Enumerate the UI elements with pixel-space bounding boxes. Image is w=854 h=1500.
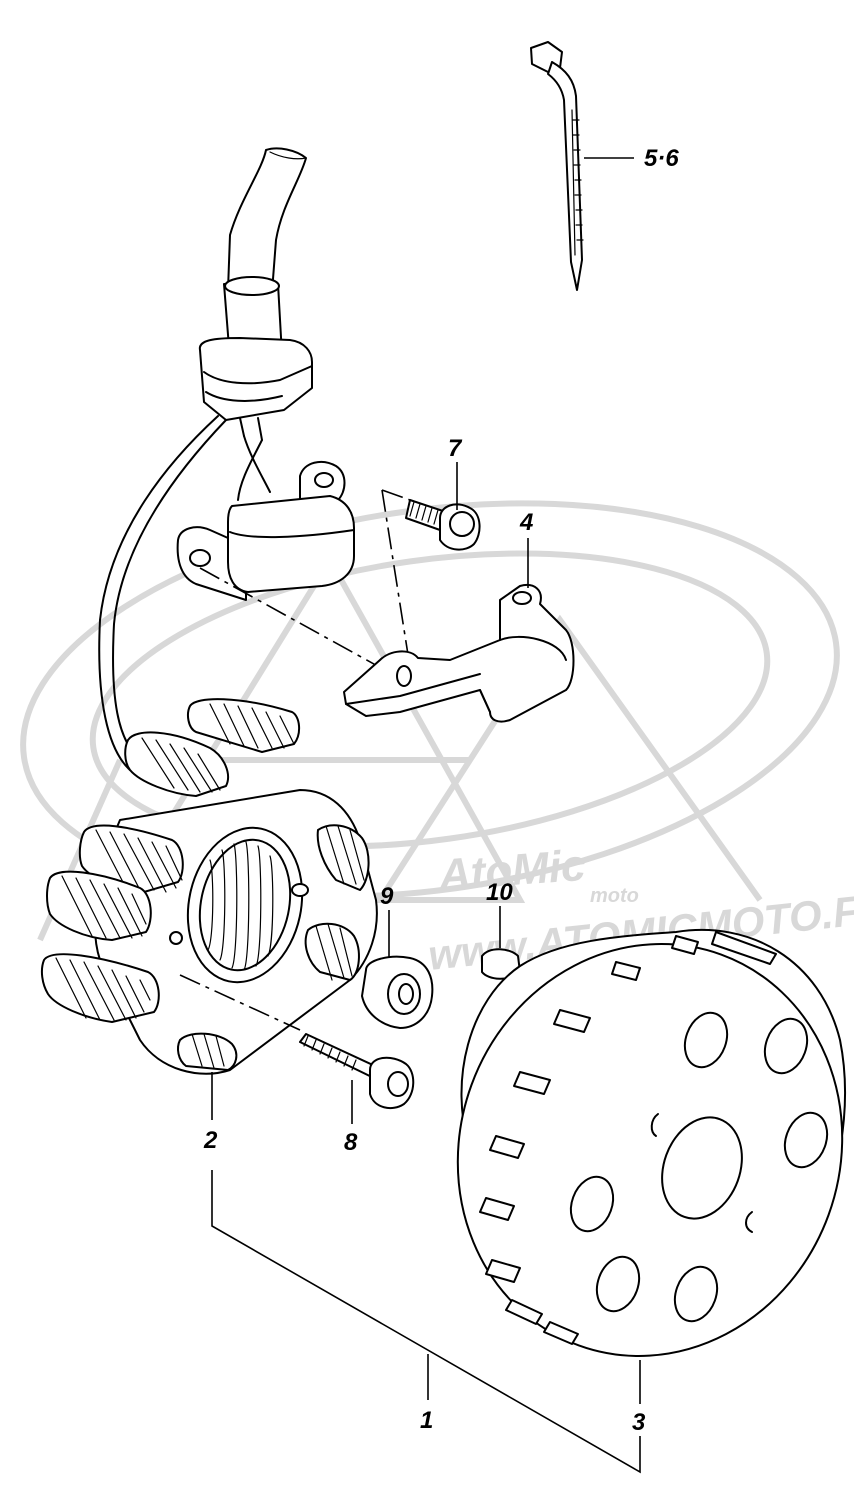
pickup-coil [176, 460, 355, 601]
stator-coil [316, 824, 370, 891]
stator-coil [40, 953, 160, 1023]
bolt-small [405, 499, 481, 551]
callout-5-6: 5·6 [644, 145, 679, 172]
cable-tie-part [530, 41, 584, 291]
mounting-bracket [343, 584, 575, 723]
stator [40, 698, 378, 1075]
stator-coil [187, 698, 300, 753]
stator-coil [46, 870, 152, 941]
callout-1: 1 [420, 1407, 433, 1434]
watermark-logo [20, 500, 840, 942]
watermark-brand: AtoMic [436, 841, 587, 900]
flywheel-rotor [456, 928, 847, 1357]
watermark-brand-sub: moto [590, 885, 639, 907]
callout-2: 2 [203, 1127, 218, 1154]
stator-coil [78, 824, 184, 893]
bolt-long [299, 1033, 415, 1110]
callout-8: 8 [344, 1129, 358, 1156]
callout-3: 3 [632, 1409, 646, 1436]
stator-coil [124, 731, 229, 797]
callout-4: 4 [519, 509, 533, 536]
callout-10: 10 [486, 879, 513, 906]
callout-9: 9 [380, 883, 394, 910]
stator-coil [177, 1032, 238, 1071]
wire-harness [98, 147, 313, 771]
collar-washer [361, 955, 434, 1029]
stator-coil [304, 922, 360, 981]
callout-7: 7 [448, 435, 463, 462]
